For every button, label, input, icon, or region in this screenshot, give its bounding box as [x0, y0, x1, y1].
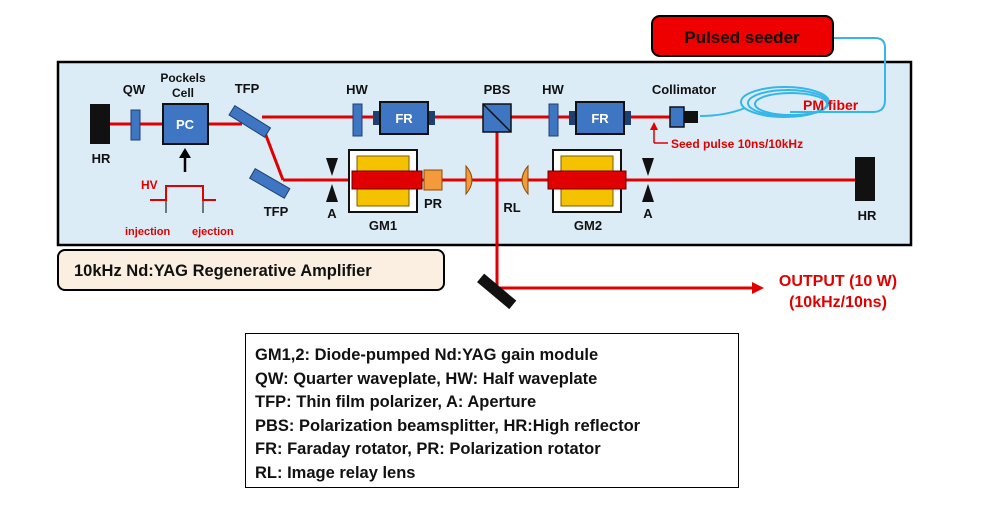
legend-line: TFP: Thin film polarizer, A: Aperture [255, 393, 537, 411]
pr-label: PR [424, 196, 443, 211]
ejection-label: ejection [192, 226, 234, 238]
injection-label: injection [125, 226, 171, 238]
legend-line: GM1,2: Diode-pumped Nd:YAG gain module [255, 346, 599, 364]
pm-fiber [699, 37, 886, 118]
tfp-top [228, 104, 272, 138]
hr-left-mirror [90, 104, 110, 144]
legend-line: QW: Quarter waveplate, HW: Half waveplat… [255, 369, 598, 388]
hr-left-label: HR [92, 151, 111, 166]
amplifier-title: 10kHz Nd:YAG Regenerative Amplifier [74, 262, 372, 280]
tfp-bottom [248, 167, 291, 199]
fr-left-cap-l [373, 111, 381, 125]
fr-right-cap-l [569, 111, 577, 125]
pbs-label: PBS [484, 82, 511, 97]
pm-fiber-label: PM fiber [803, 97, 859, 113]
tfp-bottom-label: TFP [264, 204, 289, 219]
aperture-left-top [326, 158, 338, 176]
fr-left-cap-r [427, 111, 435, 125]
rl-label: RL [503, 200, 520, 215]
collimator-label: Collimator [652, 82, 716, 97]
aperture-right-label: A [643, 206, 653, 221]
faraday-rotator-left [379, 101, 429, 135]
faraday-rotator-right [575, 101, 625, 135]
amplifier-title-box [57, 249, 445, 291]
half-waveplate-left [352, 103, 363, 137]
hv-label: HV [141, 178, 158, 192]
pulsed-seeder-label: Pulsed seeder [684, 28, 800, 47]
seed-pulse-label: Seed pulse 10ns/10kHz [671, 137, 803, 151]
gain-module-gm2 [547, 149, 627, 213]
collimator-connector [684, 111, 698, 123]
pc-label: PC [176, 117, 195, 132]
relay-lens-left [465, 164, 473, 196]
legend-box: GM1,2: Diode-pumped Nd:YAG gain module Q… [245, 333, 739, 488]
output-label-line2: (10kHz/10ns) [789, 294, 887, 311]
hw-right-label: HW [542, 82, 564, 97]
gain-module-gm1 [348, 149, 423, 213]
aperture-right-bottom [642, 184, 654, 202]
collimator [669, 106, 685, 128]
aperture-left-label: A [327, 206, 337, 221]
relay-lens-right [521, 164, 529, 196]
seed-pulse-arrowhead [650, 122, 658, 130]
pulsed-seeder-box [651, 15, 834, 57]
polarization-rotator [423, 169, 443, 191]
hw-left-label: HW [346, 82, 368, 97]
tfp-top-label: TFP [235, 81, 260, 96]
pockels-label-line2: Cell [172, 86, 194, 100]
output-arrowhead [752, 282, 764, 294]
hv-arrow-head [179, 148, 191, 158]
legend-line: RL: Image relay lens [255, 463, 416, 482]
hv-pulse-shape [150, 185, 216, 201]
pbs-diagonal [482, 103, 512, 133]
fr-right-cap-r [623, 111, 631, 125]
pockels-cell [162, 103, 209, 145]
aperture-right-top [642, 158, 654, 176]
aperture-left-bottom [326, 184, 338, 202]
hr-right-label: HR [858, 208, 877, 223]
legend-line: PBS: Polarization beamsplitter, HR:High … [255, 416, 641, 435]
gm2-label: GM2 [574, 218, 602, 233]
output-pickoff-mirror [477, 273, 517, 310]
pockels-label-line1: Pockels [160, 71, 206, 85]
legend-line: FR: Faraday rotator, PR: Polarization ro… [255, 440, 601, 458]
fr-right-label: FR [591, 111, 609, 126]
quarter-waveplate [130, 109, 141, 141]
output-label-line1: OUTPUT (10 W) [779, 273, 897, 290]
fr-left-label: FR [395, 111, 413, 126]
qw-label: QW [123, 82, 146, 97]
gm1-label: GM1 [369, 218, 397, 233]
half-waveplate-right [548, 103, 559, 137]
hr-right-mirror [855, 157, 875, 201]
